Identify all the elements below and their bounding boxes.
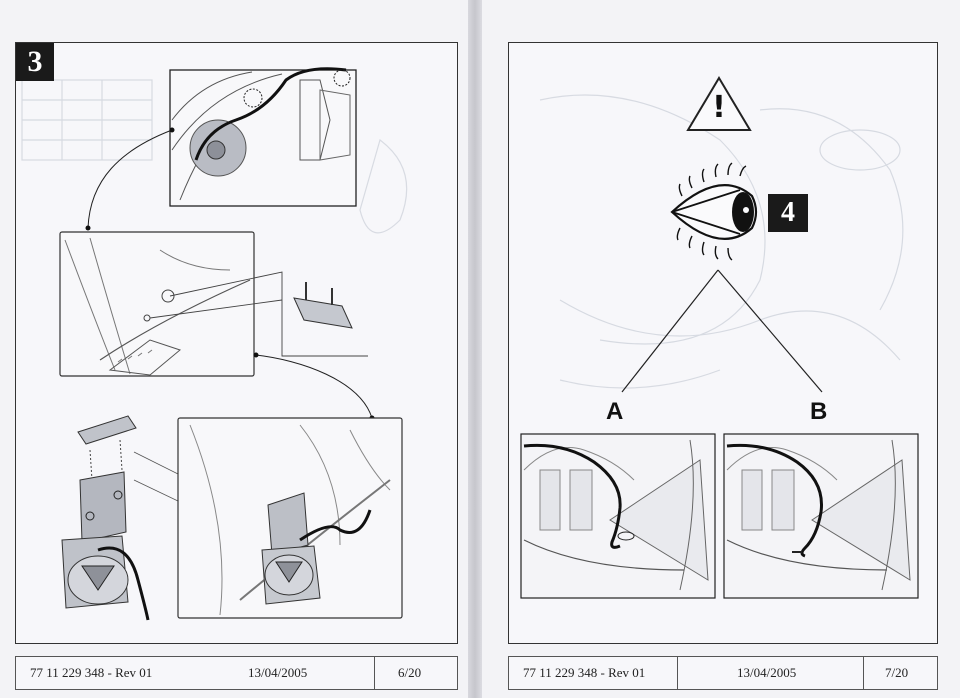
top-detail-diagram [169, 67, 357, 207]
doc-reference: 77 11 229 348 - Rev 01 [523, 665, 646, 680]
doc-reference: 77 11 229 348 - Rev 01 [30, 665, 153, 680]
page-number: 7/20 [885, 665, 909, 680]
eye-inspect-icon [670, 162, 758, 261]
bracket-plate-part [293, 282, 353, 329]
page-number: 6/20 [398, 665, 422, 680]
doc-date: 13/04/2005 [737, 665, 797, 680]
footer-divider [677, 657, 678, 689]
right-footer: 77 11 229 348 - Rev 01 13/04/2005 7/20 [508, 656, 938, 690]
option-b-diagram [723, 433, 919, 599]
exploded-parts-diagram [61, 415, 150, 621]
book-spine [468, 0, 482, 698]
bottom-detail-diagram [177, 417, 403, 619]
step-number-badge: 4 [768, 194, 808, 232]
warning-exclamation: ! [712, 90, 726, 125]
bleed-through-art [21, 79, 904, 389]
left-footer: 77 11 229 348 - Rev 01 13/04/2005 6/20 [15, 656, 458, 690]
option-a-label: A [606, 398, 624, 425]
warning-triangle-icon [686, 76, 752, 131]
middle-detail-diagram [59, 231, 255, 377]
option-b-label: B [810, 398, 828, 425]
footer-divider [863, 657, 864, 689]
footer-divider [374, 657, 375, 689]
doc-date: 13/04/2005 [248, 665, 308, 680]
option-a-diagram [520, 433, 716, 599]
step-number-badge: 3 [16, 43, 54, 81]
